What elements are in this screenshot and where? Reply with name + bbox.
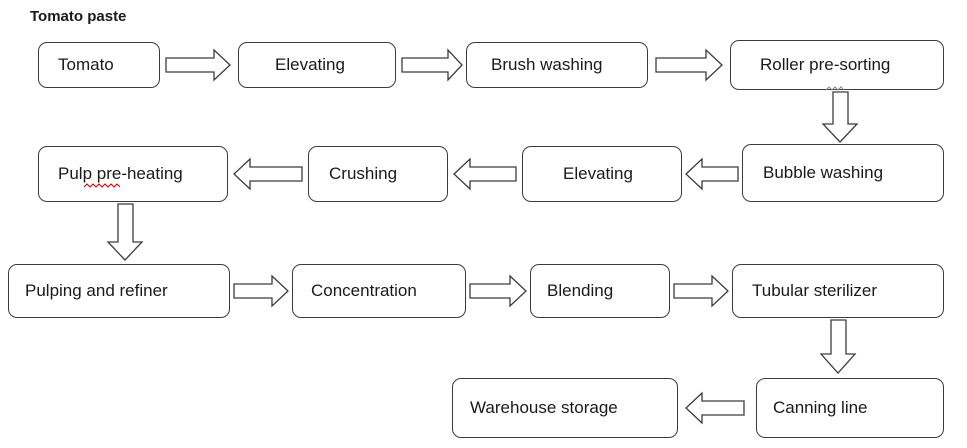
step-elevating-2: Elevating: [522, 146, 682, 202]
arrow-right-icon: [673, 274, 729, 308]
arrow-right-icon: [401, 48, 463, 82]
step-label: Roller pre-sorting: [760, 55, 891, 74]
step-label: Canning line: [773, 398, 868, 417]
diagram-title: Tomato paste: [30, 8, 127, 25]
step-label: Pulp pre-heating: [58, 164, 183, 183]
spellcheck-underline: [826, 86, 844, 91]
step-canning-line: Canning line: [756, 378, 944, 438]
step-crushing: Crushing: [308, 146, 448, 202]
step-label: Crushing: [329, 164, 398, 183]
step-pulp-pre-heating: Pulp pre-heating: [38, 146, 228, 202]
arrow-down-icon: [819, 319, 857, 374]
step-tubular-sterilizer: Tubular sterilizer: [732, 264, 944, 318]
arrow-left-icon: [233, 157, 303, 191]
step-label: Elevating: [563, 164, 633, 183]
arrow-right-icon: [469, 274, 527, 308]
step-label: Tubular sterilizer: [752, 281, 878, 300]
step-label: Blending: [547, 281, 614, 300]
step-bubble-washing: Bubble washing: [742, 144, 944, 202]
step-label: Tomato: [58, 55, 114, 74]
step-label: Warehouse storage: [470, 398, 618, 417]
step-blending: Blending: [530, 264, 670, 318]
arrow-left-icon: [453, 157, 517, 191]
step-label: Pulping and refiner: [25, 281, 168, 300]
step-label: Concentration: [311, 281, 417, 300]
arrow-right-icon: [233, 274, 289, 308]
step-warehouse-storage: Warehouse storage: [452, 378, 678, 438]
step-tomato: Tomato: [38, 42, 160, 88]
step-label: Brush washing: [491, 55, 603, 74]
step-pulping-and-refiner: Pulping and refiner: [8, 264, 230, 318]
arrow-left-icon: [685, 157, 739, 191]
arrow-right-icon: [655, 48, 723, 82]
arrow-left-icon: [685, 391, 745, 425]
step-brush-washing: Brush washing: [466, 42, 648, 88]
step-label: Elevating: [275, 55, 345, 74]
spellcheck-underline: [84, 183, 120, 188]
arrow-down-icon: [821, 91, 859, 143]
step-concentration: Concentration: [292, 264, 466, 318]
arrow-right-icon: [165, 48, 231, 82]
arrow-down-icon: [106, 203, 144, 261]
step-elevating-1: Elevating: [238, 42, 396, 88]
step-roller-pre-sorting: Roller pre-sorting: [730, 40, 944, 90]
step-label: Bubble washing: [763, 163, 884, 182]
